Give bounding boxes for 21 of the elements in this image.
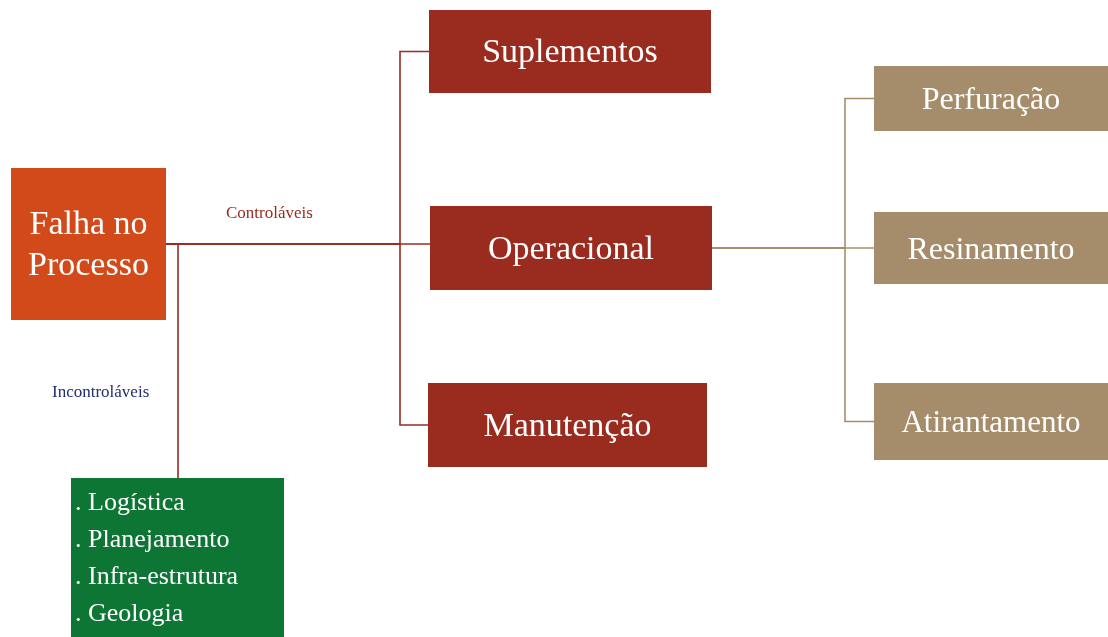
node-label: Atirantamento	[901, 402, 1081, 441]
connector-line	[711, 247, 875, 423]
list-item: . Infra-estrutura	[75, 559, 239, 592]
list-item: . Logística	[75, 486, 185, 518]
list-item: . Geologia	[75, 596, 184, 629]
node-label: Operacional	[487, 227, 655, 268]
node-label: Resinamento	[907, 228, 1075, 268]
process-box	[428, 383, 707, 467]
process-box	[874, 383, 1108, 460]
process-box	[874, 212, 1108, 284]
process-box	[874, 66, 1108, 131]
list-item: . Planejamento	[75, 522, 230, 555]
connector-line	[165, 243, 179, 479]
process-box	[429, 10, 711, 93]
process-box	[430, 206, 712, 290]
node-label: Perfuração	[921, 79, 1061, 118]
process-box	[11, 168, 166, 320]
node-label: Manutenção	[483, 404, 652, 445]
node-label: Falha no Processo	[27, 203, 150, 284]
node-label: Suplementos	[482, 31, 658, 72]
list-box	[71, 478, 284, 637]
